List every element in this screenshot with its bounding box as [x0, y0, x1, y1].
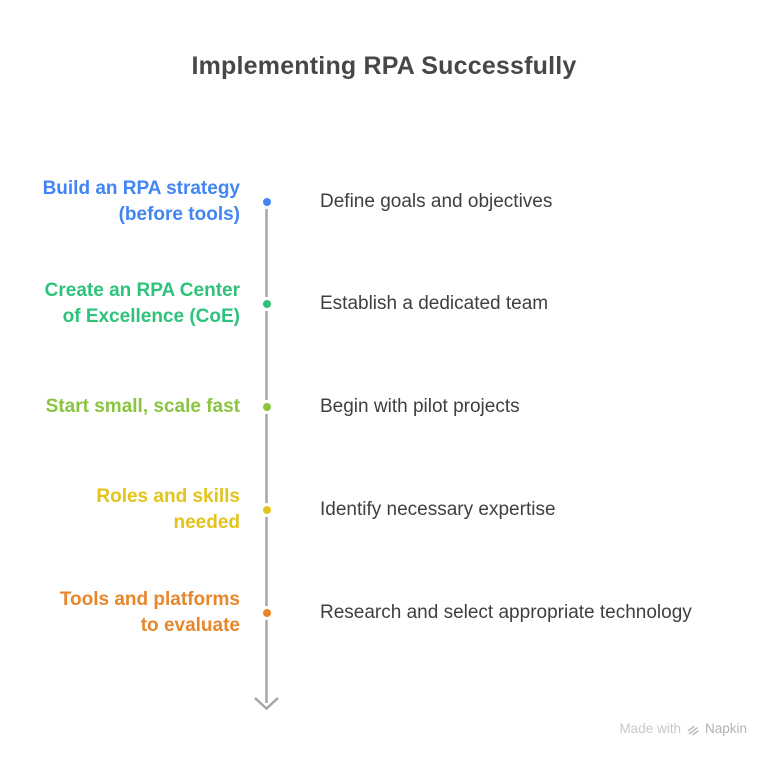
step-label-tools-platforms: Tools and platforms to evaluate	[59, 589, 240, 636]
step-label-build-rpa-strategy: Build an RPA strategy (before tools)	[42, 178, 240, 225]
timeline-arrow	[254, 207, 279, 711]
timeline-dot	[262, 609, 271, 617]
arrow-down-icon	[254, 697, 279, 711]
timeline-dot	[262, 198, 271, 206]
timeline-dot	[262, 403, 271, 411]
step-description: Identify necessary expertise	[320, 499, 556, 520]
step-label-rpa-coe: Create an RPA Center of Excellence (CoE)	[44, 280, 240, 327]
step-label-start-small: Start small, scale fast	[45, 396, 240, 417]
timeline-dot	[262, 300, 271, 308]
step-description: Research and select appropriate technolo…	[320, 602, 692, 623]
napkin-logo-icon	[687, 725, 699, 735]
step-description: Define goals and objectives	[320, 191, 553, 212]
brand-label: Napkin	[704, 721, 747, 736]
step-description: Establish a dedicated team	[320, 293, 549, 314]
step-label-roles-skills: Roles and skills needed	[96, 486, 240, 533]
made-with-napkin-watermark: Made with Napkin	[619, 721, 747, 736]
page-title: Implementing RPA Successfully	[191, 52, 577, 80]
timeline-dot	[262, 506, 271, 514]
made-with-label: Made with	[619, 721, 681, 736]
step-description: Begin with pilot projects	[320, 396, 520, 417]
